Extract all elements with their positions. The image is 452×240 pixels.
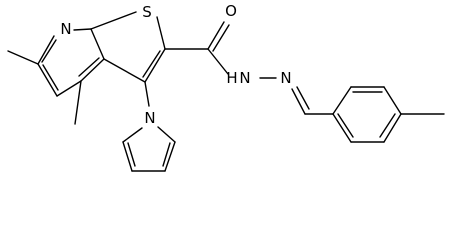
chemical-structure: N S O H N N N [7,2,445,172]
amide-nitrogen-label: N [239,69,250,87]
pyrrole-ring [122,81,176,172]
pyridine-ring [37,28,105,97]
pyrrole-nitrogen-label: N [144,109,155,127]
tolyl-ring [332,86,402,143]
thiophene-sulfur-label: S [142,3,152,21]
hydrazone-nitrogen-label: N [280,69,291,87]
methyl-4 [74,80,82,125]
methyl-6 [7,50,39,65]
amide-hydrogen-label: H [226,69,237,87]
hydrazide-chain [164,21,334,115]
carbonyl-oxygen-label: O [225,2,237,20]
pyridine-nitrogen-label: N [60,20,71,38]
thiophene-ring [90,11,166,83]
